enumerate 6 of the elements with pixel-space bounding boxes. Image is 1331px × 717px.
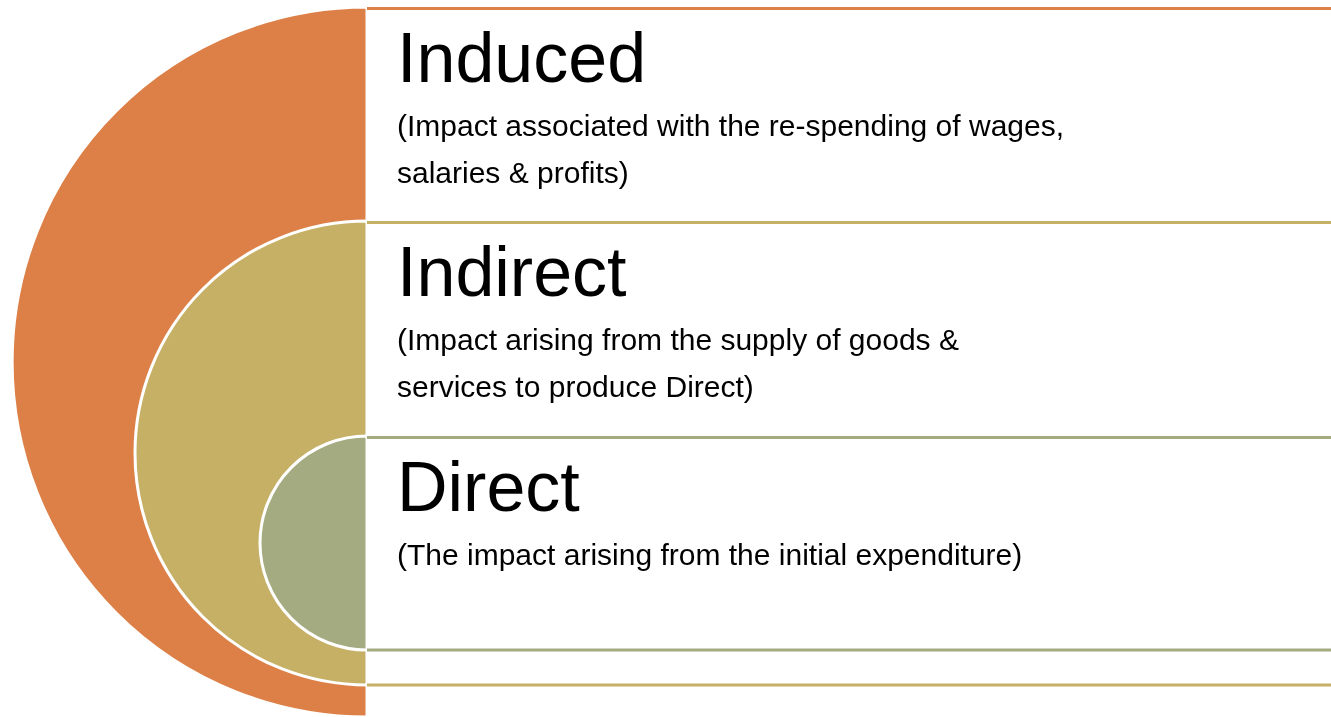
band-heading: Direct	[397, 447, 580, 527]
band-description: (Impact associated with the re-spending of wages, salaries & profits)	[397, 108, 1066, 191]
band-heading: Indirect	[397, 232, 627, 312]
band-description: (The impact arising from the initial expenditure)	[397, 537, 1024, 573]
band-heading: Induced	[397, 18, 647, 98]
band-description: (Impact arising from the supply of goods & services to produce Direct)	[397, 322, 960, 405]
